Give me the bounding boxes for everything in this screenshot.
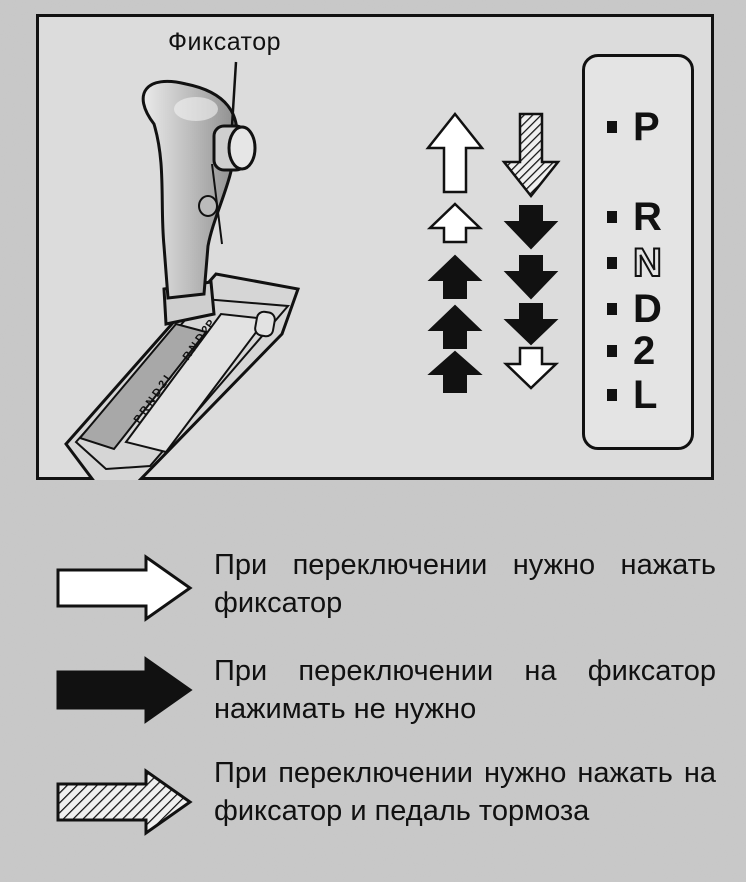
gear-label: D — [633, 287, 662, 331]
gear-indicator-dot — [607, 211, 617, 223]
shift-arrow-columns — [425, 111, 561, 393]
white-up-arrow-large — [425, 111, 485, 194]
hatched-down-arrow — [501, 112, 561, 199]
white-up-arrow — [426, 202, 484, 244]
lock-button-callout: Фиксатор — [168, 28, 282, 56]
black-down-arrow — [503, 255, 559, 300]
gear-label: N — [632, 240, 663, 286]
black-up-arrow — [427, 304, 483, 349]
gear-label: R — [633, 195, 662, 239]
white-down-arrow — [502, 346, 560, 390]
hatched-arrow-icon — [56, 768, 193, 836]
legend-text: При переключении нужно нажать на фиксато… — [214, 757, 716, 827]
gear-position-2: 2 — [607, 329, 687, 375]
gear-indicator-dot — [607, 121, 617, 133]
black-up-arrow — [427, 254, 483, 299]
black-down-arrow — [503, 205, 559, 250]
gear-indicator-dot — [607, 345, 617, 357]
legend-text: При переключении на фиксатор нажимать не… — [214, 655, 716, 725]
gear-position-d: D — [607, 287, 687, 333]
shift-lever-illustration: P R N D 2 P R N D 2 L — [64, 61, 301, 480]
gear-position-p: P — [607, 105, 687, 151]
shift-gate-plate — [64, 272, 301, 480]
lock-button-illustration — [212, 124, 257, 172]
gear-position-l: L — [607, 373, 687, 419]
gear-indicator-dot — [607, 303, 617, 315]
gear-label: P — [633, 105, 660, 149]
callout-leader-line — [230, 61, 238, 127]
black-down-arrow — [503, 303, 559, 346]
black-arrow-icon — [56, 656, 193, 724]
gear-position-r: R — [607, 195, 687, 241]
legend-text: При переключении нужно нажать фиксатор — [214, 549, 716, 619]
gear-indicator-panel: P R N D 2 L — [582, 54, 694, 450]
gear-label: L — [633, 373, 658, 417]
gear-label: 2 — [633, 329, 656, 373]
white-arrow-icon — [56, 554, 193, 622]
gear-position-n: N — [607, 240, 687, 287]
gear-indicator-dot — [607, 257, 617, 269]
gear-indicator-dot — [607, 389, 617, 401]
black-up-arrow — [427, 350, 483, 393]
